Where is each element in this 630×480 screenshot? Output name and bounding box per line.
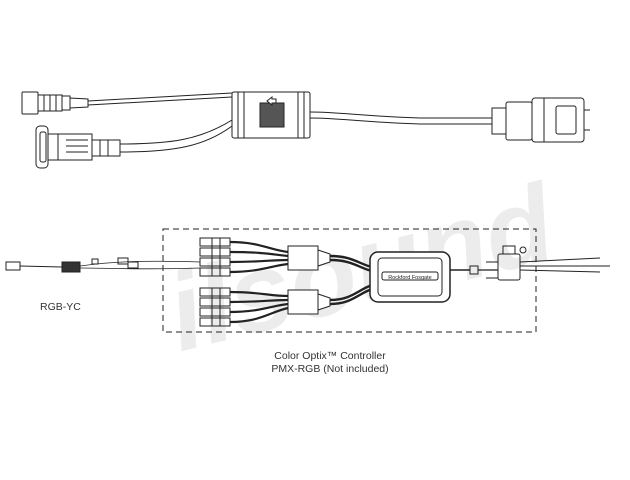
controller-caption-line2: PMX-RGB (Not included) [271,363,389,375]
controller-caption: Color Optix™ Controller PMX-RGB (Not inc… [245,350,415,376]
top-harness [21,91,590,169]
lower-fan-wires [229,290,289,324]
rgb-yc-plug [5,261,21,271]
bottom-harness [5,237,610,327]
not-included-box [162,228,537,333]
rgb-yc-label: RGB-YC [40,301,81,313]
right-connector [491,97,590,143]
controller-badge: Rockford Fosgate [388,275,431,281]
junction-block [231,91,311,139]
upper-splice-block [287,245,319,271]
big-connector-lower [35,125,121,169]
lower-splice-block [287,289,319,315]
upper-fan-wires [229,240,289,274]
small-connector-upper [21,91,89,115]
controller-unit [369,251,451,303]
controller-caption-line1: Color Optix™ Controller [274,350,386,362]
rgb-yc-inline-block [61,261,81,273]
